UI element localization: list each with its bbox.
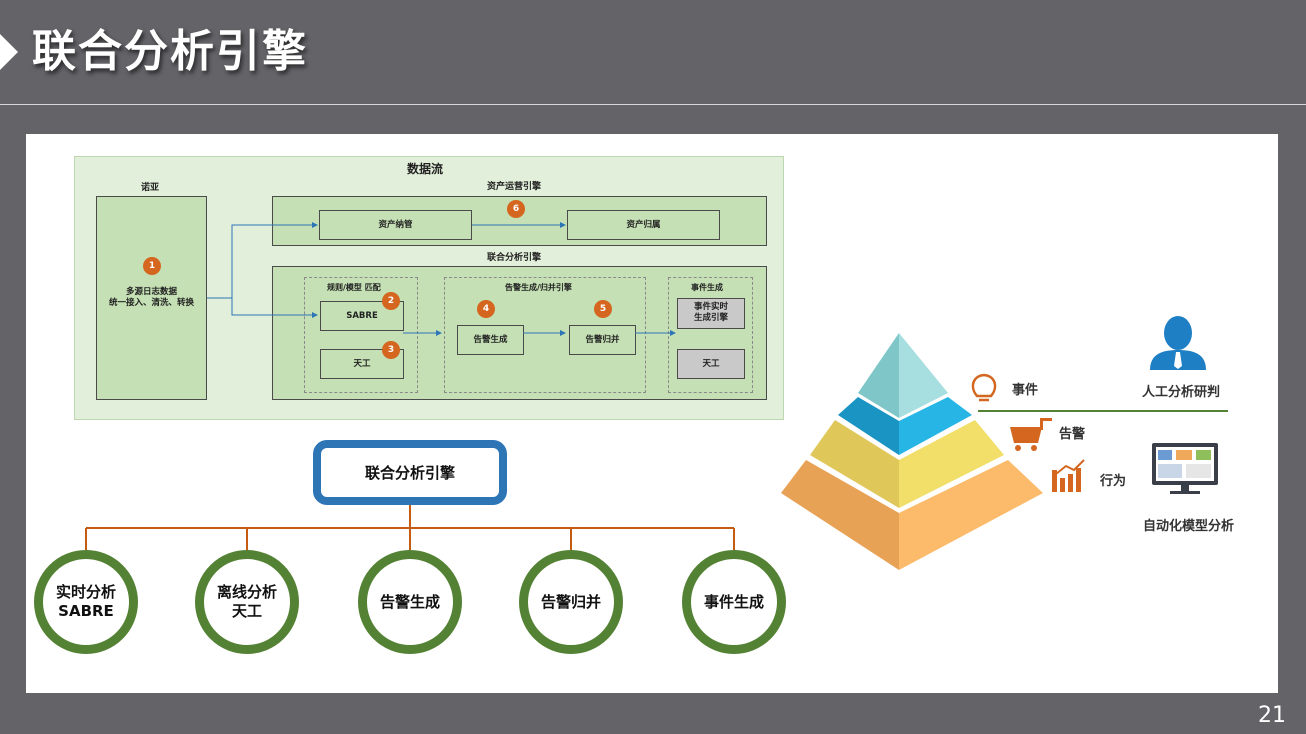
auto-model-analysis-label: 自动化模型分析 xyxy=(1143,519,1235,534)
asset-engine-box: 资产纳管 资产归属 6 xyxy=(272,196,767,246)
pyramid-label-alert: 告警 xyxy=(1059,427,1086,442)
user-icon xyxy=(1150,316,1206,370)
asset-intake-box: 资产纳管 xyxy=(319,210,472,240)
rules-group: 规则/模型 匹配 SABRE 天工 2 3 xyxy=(304,277,418,393)
joint-engine-title: 联合分析引擎 xyxy=(487,253,542,263)
pyramid-tier-top-right xyxy=(899,333,948,418)
alert-merge-box: 告警归并 xyxy=(569,325,636,355)
circle-2-line2: 天工 xyxy=(231,602,262,620)
alert-gen-label: 告警生成 xyxy=(473,335,508,345)
alert-merge-label: 告警归并 xyxy=(585,335,620,345)
pyramid-tier-alert-right xyxy=(899,420,1004,508)
circle-offline-analysis: 离线分析天工 xyxy=(195,550,299,654)
sabre-label: SABRE xyxy=(346,311,378,321)
circle-4-line1: 告警归并 xyxy=(540,592,601,611)
source-box: 1 多源日志数据 统一接入、清洗、转换 xyxy=(96,196,207,400)
badge-6: 6 xyxy=(507,200,525,218)
event-realtime-label: 事件实时 生成引擎 xyxy=(693,302,728,323)
dashboard-monitor-icon xyxy=(1152,443,1218,494)
circle-event-generation: 事件生成 xyxy=(682,550,786,654)
rules-title: 规则/模型 匹配 xyxy=(327,283,381,292)
circle-1-line1: 实时分析 xyxy=(55,583,116,601)
circle-5-line1: 事件生成 xyxy=(703,592,764,611)
pyramid-label-event: 事件 xyxy=(1012,383,1039,398)
pyramid-tier-top-left xyxy=(858,333,899,418)
dataflow-diagram: 数据流 诺亚 1 多源日志数据 统一接入、清洗、转换 资产运营引擎 资产纳管 资… xyxy=(74,156,784,420)
circle-3-line1: 告警生成 xyxy=(379,592,440,611)
page-number: 21 xyxy=(1258,703,1286,728)
event-group: 事件生成 事件实时 生成引擎 天工 xyxy=(668,277,753,393)
pyramid-tier-behavior-left xyxy=(781,460,899,570)
pyramid-tier-behavior-right xyxy=(899,460,1043,570)
cart-icon xyxy=(1010,418,1052,451)
circle-alert-generation: 告警生成 xyxy=(358,550,462,654)
pyramid-label-behavior: 行为 xyxy=(1100,474,1127,489)
asset-belong-label: 资产归属 xyxy=(626,220,661,230)
tiangong-label: 天工 xyxy=(353,359,371,369)
pyramid-tier-alert-left xyxy=(810,420,899,508)
alert-gen-box: 告警生成 xyxy=(457,325,524,355)
circle-1-line2: SABRE xyxy=(58,602,114,620)
bar-chart-icon xyxy=(1052,459,1085,492)
source-text-2: 统一接入、清洗、转换 xyxy=(108,298,194,308)
joint-engine-box: 规则/模型 匹配 SABRE 天工 2 3 告警生成/归并引擎 告警生成 告警归… xyxy=(272,266,767,400)
alert-title: 告警生成/归并引擎 xyxy=(505,283,572,292)
source-title: 诺亚 xyxy=(141,183,160,193)
event-tiangong-box: 天工 xyxy=(677,349,745,379)
badge-5: 5 xyxy=(594,300,612,318)
asset-engine-title: 资产运营引擎 xyxy=(487,182,542,192)
badge-4: 4 xyxy=(477,300,495,318)
event-realtime-box: 事件实时 生成引擎 xyxy=(677,298,745,329)
manual-analysis-label: 人工分析研判 xyxy=(1142,385,1221,400)
dataflow-header: 数据流 xyxy=(407,162,444,176)
title-chevron-icon xyxy=(0,34,18,70)
joint-engine-node: 联合分析引擎 xyxy=(313,440,507,505)
event-tiangong-label: 天工 xyxy=(702,359,720,369)
asset-belong-box: 资产归属 xyxy=(567,210,720,240)
title-divider xyxy=(0,104,1306,105)
circle-2-line1: 离线分析 xyxy=(216,583,277,601)
page-title: 联合分析引擎 xyxy=(32,26,308,77)
badge-2: 2 xyxy=(382,292,400,310)
badge-3: 3 xyxy=(382,341,400,359)
flow-arrows xyxy=(207,222,676,336)
circle-alert-merge: 告警归并 xyxy=(519,550,623,654)
source-text-1: 多源日志数据 xyxy=(125,287,177,297)
event-title: 事件生成 xyxy=(691,283,723,292)
pyramid-tier-event-left xyxy=(838,397,899,455)
badge-1: 1 xyxy=(143,257,161,275)
pyramid-tier-event-right xyxy=(899,397,972,455)
bulb-icon xyxy=(971,373,997,402)
alert-group: 告警生成/归并引擎 告警生成 告警归并 4 5 xyxy=(444,277,646,393)
asset-intake-label: 资产纳管 xyxy=(378,220,413,230)
